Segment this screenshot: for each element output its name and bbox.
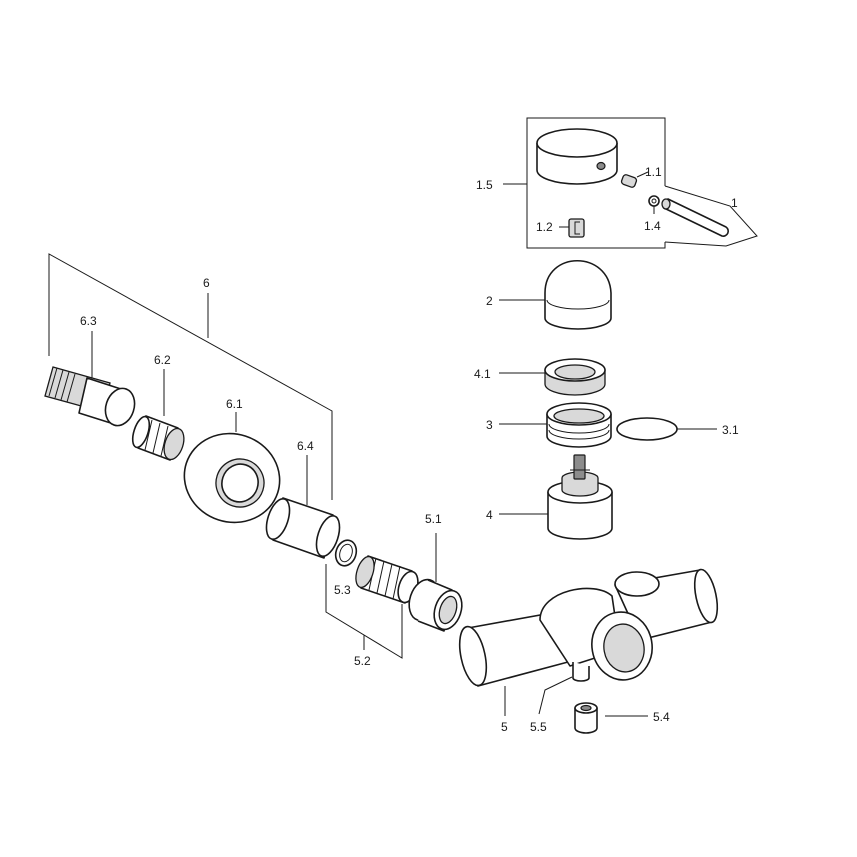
- label-5-2: 5.2: [354, 654, 371, 668]
- part-flow-restrictor: [574, 702, 648, 734]
- part-ring-nut: [499, 358, 606, 396]
- part-valve-body: [458, 568, 719, 716]
- part-dome-cover: [499, 260, 612, 330]
- label-5-1: 5.1: [425, 512, 442, 526]
- label-3: 3: [486, 418, 493, 432]
- part-handle-knob: [536, 128, 618, 185]
- label-6-2: 6.2: [154, 353, 171, 367]
- label-6-4: 6.4: [297, 439, 314, 453]
- label-4-1: 4.1: [474, 367, 491, 381]
- part-bonnet-ring: [499, 402, 612, 448]
- part-threaded-nipple: [44, 331, 136, 427]
- label-3-1: 3.1: [722, 423, 739, 437]
- part-grub-screw: [620, 171, 649, 188]
- label-5: 5: [501, 720, 508, 734]
- label-1-2: 1.2: [536, 220, 553, 234]
- part-union-nut: [408, 533, 463, 632]
- part-o-ring-seal: [616, 417, 717, 441]
- part-escutcheon: [183, 412, 281, 524]
- part-small-washer: [648, 195, 660, 214]
- part-strainer: [131, 369, 185, 461]
- part-threaded-adapter: [355, 555, 419, 604]
- label-1-1: 1.1: [645, 165, 662, 179]
- label-2: 2: [486, 294, 493, 308]
- label-5-3: 5.3: [334, 583, 351, 597]
- group-6-bracket: [48, 253, 333, 500]
- part-lever-rod: [661, 185, 758, 247]
- part-sleeve: [265, 455, 341, 559]
- label-5-4: 5.4: [653, 710, 670, 724]
- label-6: 6: [203, 276, 210, 290]
- label-4: 4: [486, 508, 493, 522]
- part-o-ring-small: [334, 539, 358, 567]
- part-clip: [559, 218, 585, 238]
- label-6-3: 6.3: [80, 314, 97, 328]
- label-5-5: 5.5: [530, 720, 547, 734]
- label-1-4: 1.4: [644, 219, 661, 233]
- group-5-2-bracket: [325, 564, 403, 659]
- label-1: 1: [731, 196, 738, 210]
- part-cartridge: [499, 454, 613, 540]
- label-6-1: 6.1: [226, 397, 243, 411]
- group-1-5-frame: [503, 117, 666, 249]
- label-1-5: 1.5: [476, 178, 493, 192]
